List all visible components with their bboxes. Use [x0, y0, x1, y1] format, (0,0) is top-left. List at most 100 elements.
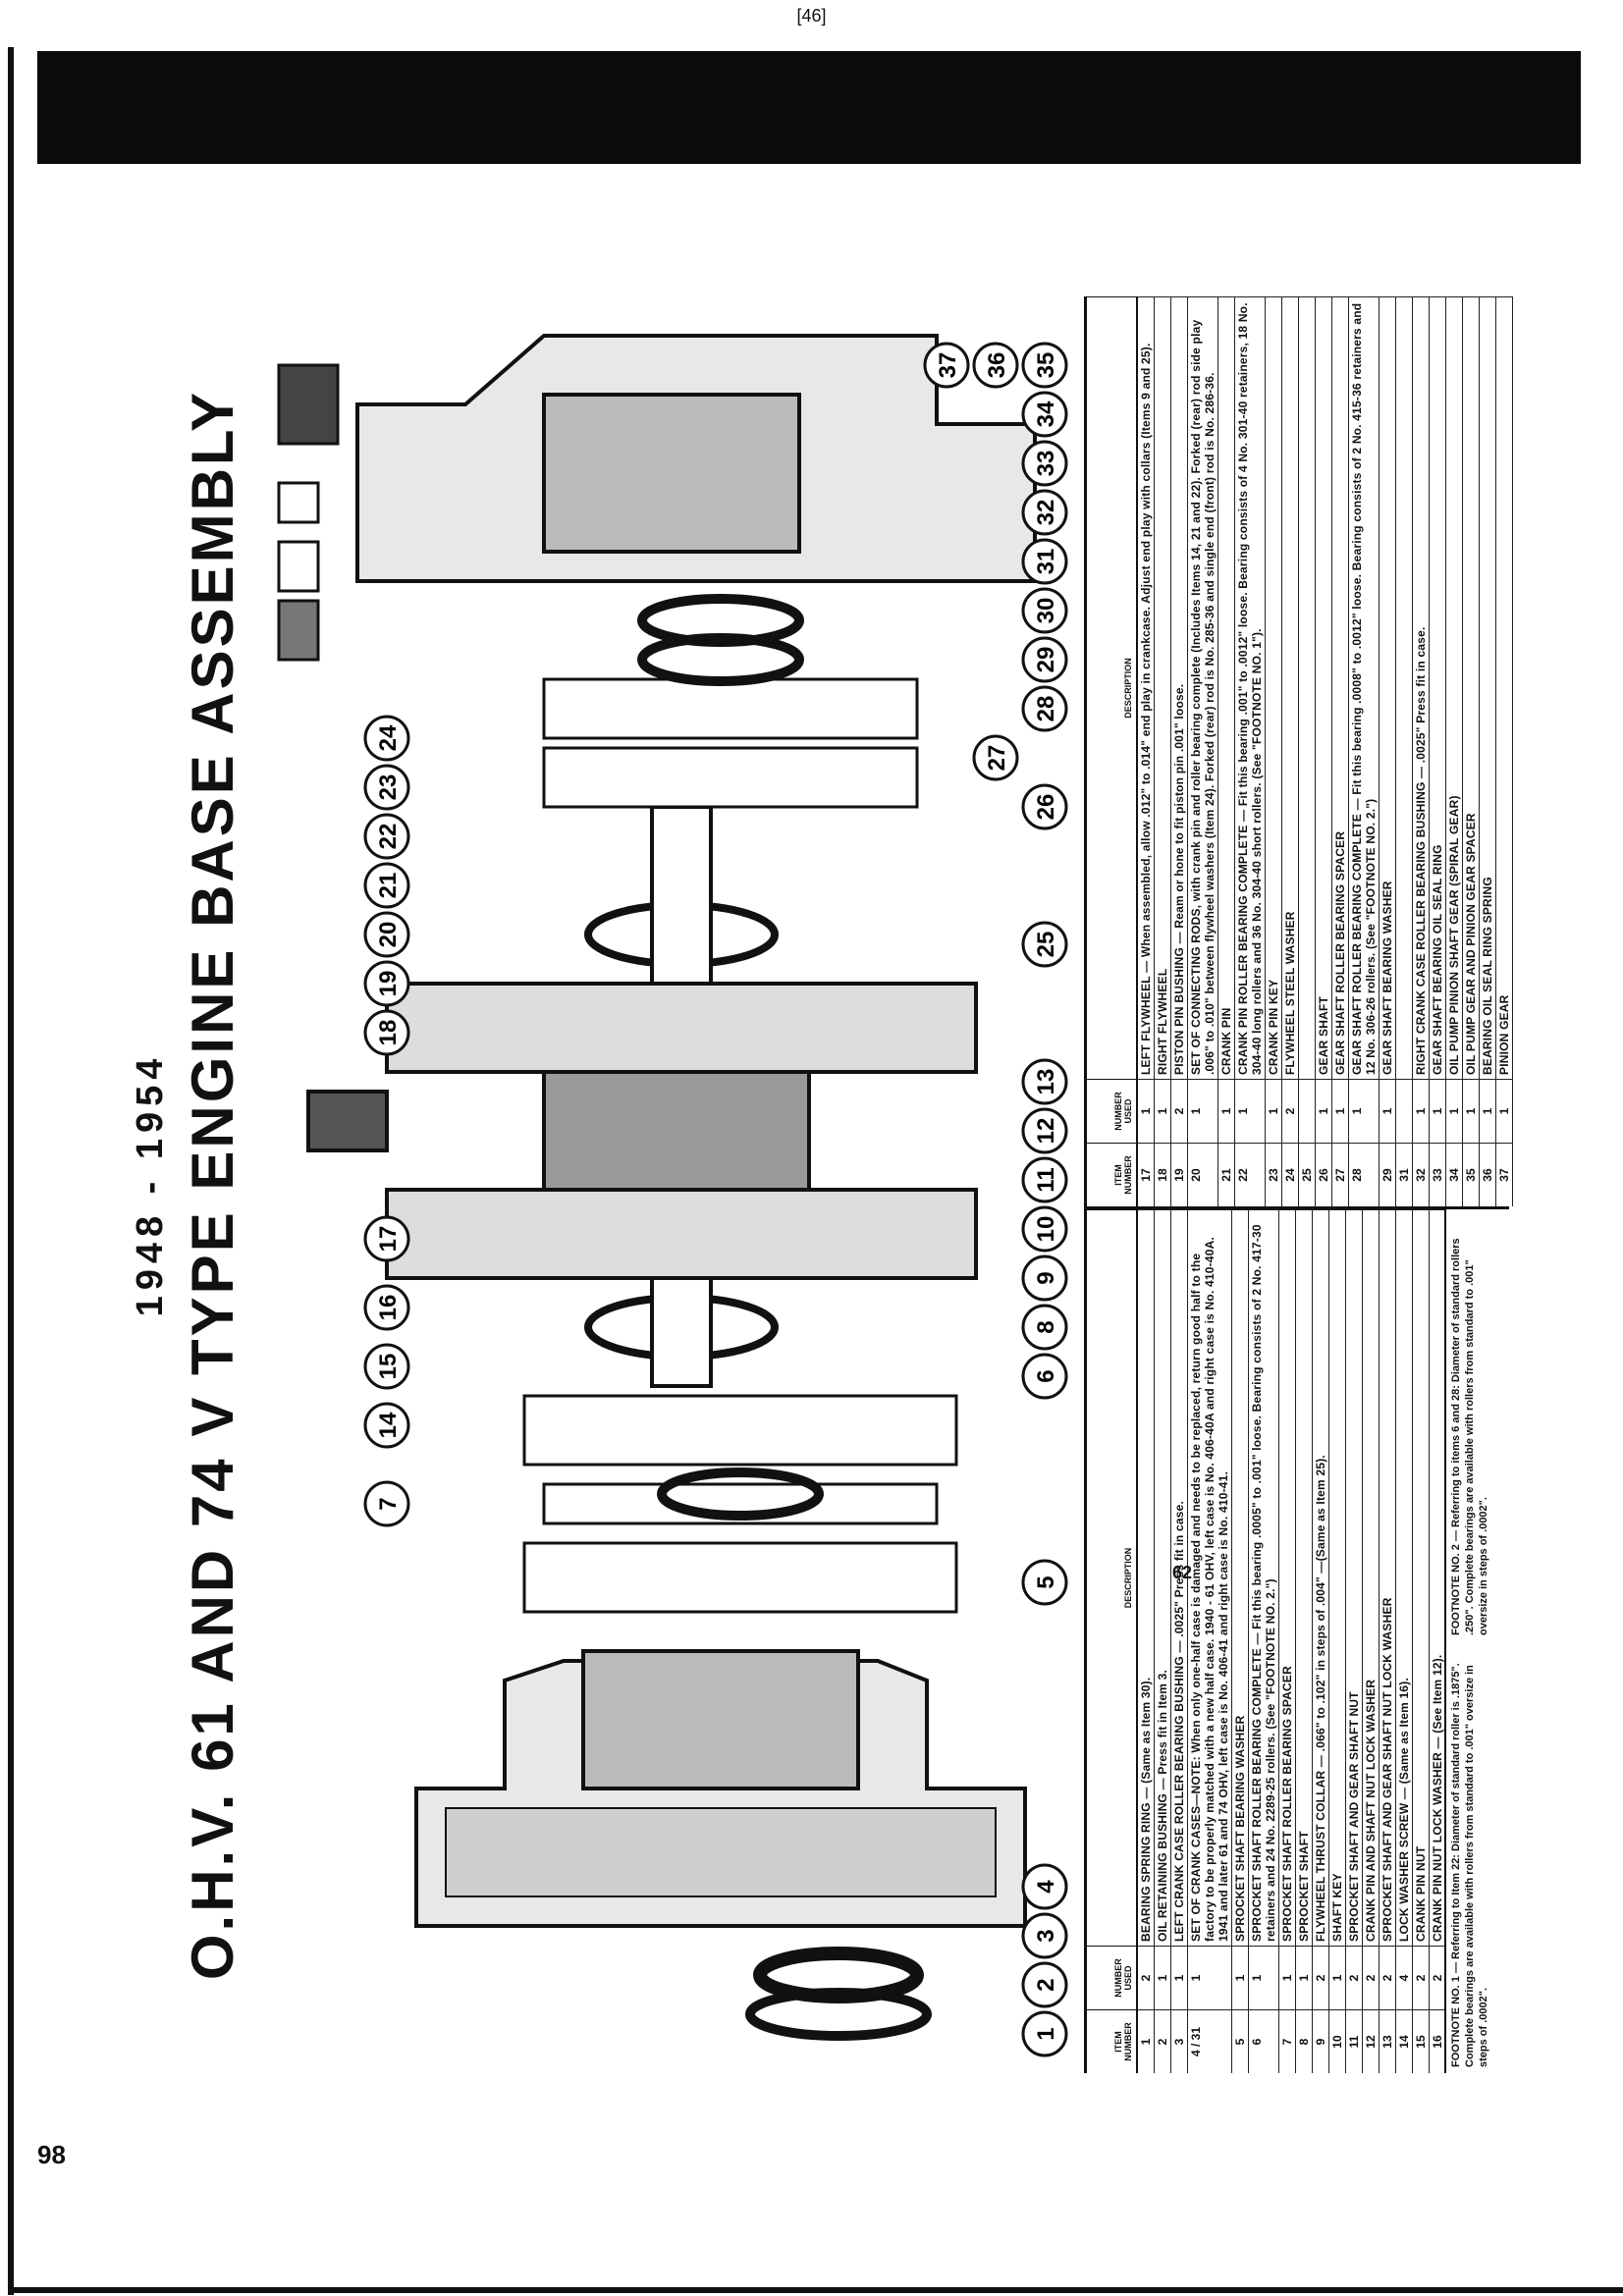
svg-text:4: 4: [1033, 1880, 1059, 1894]
number-used-cell: 1: [1479, 1079, 1496, 1144]
callout-22: 22: [363, 813, 410, 860]
svg-text:5: 5: [1033, 1575, 1059, 1588]
callout-1: 1: [1021, 2010, 1068, 2057]
svg-text:26: 26: [1033, 794, 1059, 821]
number-used-cell: 2: [1429, 1946, 1446, 2010]
item-number-cell: 35: [1462, 1143, 1480, 1206]
number-used-cell: [1298, 1079, 1316, 1144]
callout-4: 4: [1021, 1863, 1068, 1910]
callout-6: 6: [1021, 1353, 1068, 1400]
description-cell: SPROCKET SHAFT ROLLER BEARING SPACER: [1278, 1209, 1296, 1947]
number-used-cell: 1: [1445, 1079, 1463, 1144]
description-cell: GEAR SHAFT BEARING OIL SEAL RING: [1429, 296, 1446, 1080]
svg-text:21: 21: [375, 873, 402, 899]
svg-text:16: 16: [375, 1295, 402, 1321]
callout-33: 33: [1021, 440, 1068, 487]
svg-text:29: 29: [1033, 647, 1059, 673]
number-used-cell: 1: [1231, 1946, 1249, 2010]
page-reference: [46]: [796, 6, 827, 26]
description-cell: CRANK PIN ROLLER BEARING COMPLETE — Fit …: [1234, 296, 1266, 1080]
svg-text:19: 19: [375, 971, 402, 997]
item-number-cell: 8: [1295, 2009, 1313, 2073]
page-number: 98: [37, 2140, 66, 2169]
description-cell: GEAR SHAFT ROLLER BEARING COMPLETE — Fit…: [1348, 296, 1380, 1080]
number-used-cell: 2: [1345, 1946, 1363, 2010]
item-number-cell: 32: [1412, 1143, 1430, 1206]
description-cell: LOCK WASHER SCREW — (Same as Item 16).: [1395, 1209, 1413, 1947]
col-item-number: ITEM NUMBER: [1087, 2009, 1137, 2073]
col-description: DESCRIPTION: [1087, 1209, 1137, 1947]
description-cell: GEAR SHAFT: [1315, 296, 1332, 1080]
col-number-used: NUMBER USED: [1087, 1946, 1137, 2010]
number-used-cell: 1: [1328, 1946, 1346, 2010]
footnotes: FOOTNOTE NO. 1 — Referring to Item 22: D…: [1444, 1209, 1509, 2073]
callout-group: 1 2 3 4 5 6 7 8 9 10 11 12 13 14 15 16 1: [363, 342, 1068, 2057]
item-number-cell: 2: [1154, 2009, 1171, 2073]
plate-content: 1948 - 1954 O.H.V. 61 AND 74 V TYPE ENGI…: [73, 296, 1513, 2073]
number-used-cell: 1: [1429, 1079, 1446, 1144]
svg-text:11: 11: [1033, 1167, 1059, 1192]
number-used-cell: 2: [1312, 1946, 1329, 2010]
footnote-1: FOOTNOTE NO. 1 — Referring to Item 22: D…: [1450, 1663, 1489, 2067]
number-used-cell: 1: [1137, 1079, 1155, 1144]
callout-24: 24: [363, 715, 410, 762]
callout-29: 29: [1021, 636, 1068, 683]
item-number-cell: 27: [1331, 1143, 1349, 1206]
number-used-cell: 1: [1379, 1079, 1396, 1144]
col-number-used-right: NUMBER USED: [1087, 1079, 1137, 1144]
item-number-cell: 3: [1170, 2009, 1188, 2073]
number-used-cell: 1: [1170, 1946, 1188, 2010]
number-used-cell: 1: [1348, 1079, 1380, 1144]
item-number-cell: 37: [1495, 1143, 1513, 1206]
item-number-cell: 11: [1345, 2009, 1363, 2073]
right-table-header: ITEM NUMBER NUMBER USED DESCRIPTION: [1087, 296, 1137, 1206]
description-cell: RIGHT CRANK CASE ROLLER BEARING BUSHING …: [1412, 296, 1430, 1080]
plate-title: O.H.V. 61 AND 74 V TYPE ENGINE BASE ASSE…: [180, 389, 245, 1981]
svg-text:17: 17: [375, 1226, 402, 1253]
description-cell: OIL PUMP GEAR AND PINION GEAR SPACER: [1462, 296, 1480, 1080]
svg-text:28: 28: [1033, 696, 1059, 722]
callout-13: 13: [1021, 1058, 1068, 1105]
left-crankcase-drawing: [414, 1649, 1027, 1928]
number-used-cell: 1: [1462, 1079, 1480, 1144]
item-number-cell: 29: [1379, 1143, 1396, 1206]
number-used-cell: 2: [1362, 1946, 1380, 2010]
description-cell: SPROCKET SHAFT BEARING WASHER: [1231, 1209, 1249, 1947]
item-number-cell: 10: [1328, 2009, 1346, 2073]
rotated-plate: 1948 - 1954 O.H.V. 61 AND 74 V TYPE ENGI…: [73, 296, 1513, 2073]
svg-text:10: 10: [1033, 1216, 1059, 1243]
svg-text:27: 27: [984, 745, 1010, 772]
item-number-cell: 4 / 31: [1187, 2009, 1232, 2073]
svg-text:3: 3: [1033, 1929, 1059, 1942]
description-cell: LEFT FLYWHEEL — When assembled, allow .0…: [1137, 296, 1155, 1080]
number-used-cell: 1: [1154, 1079, 1171, 1144]
item-number-cell: 34: [1445, 1143, 1463, 1206]
description-cell: FLYWHEEL THRUST COLLAR — .066" to .102" …: [1312, 1209, 1329, 1947]
callout-10: 10: [1021, 1205, 1068, 1253]
table-row: 31: [1395, 296, 1413, 1206]
number-used-cell: 1: [1234, 1079, 1266, 1144]
number-used-cell: 2: [1412, 1946, 1430, 2010]
left-roller-bearings: [522, 1394, 958, 1614]
callout-20: 20: [363, 911, 410, 958]
number-used-cell: 1: [1217, 1079, 1235, 1144]
item-number-cell: 18: [1154, 1143, 1171, 1206]
description-cell: [1298, 296, 1316, 1080]
callout-15: 15: [363, 1343, 410, 1390]
description-cell: [1395, 296, 1413, 1080]
callout-12: 12: [1021, 1107, 1068, 1154]
